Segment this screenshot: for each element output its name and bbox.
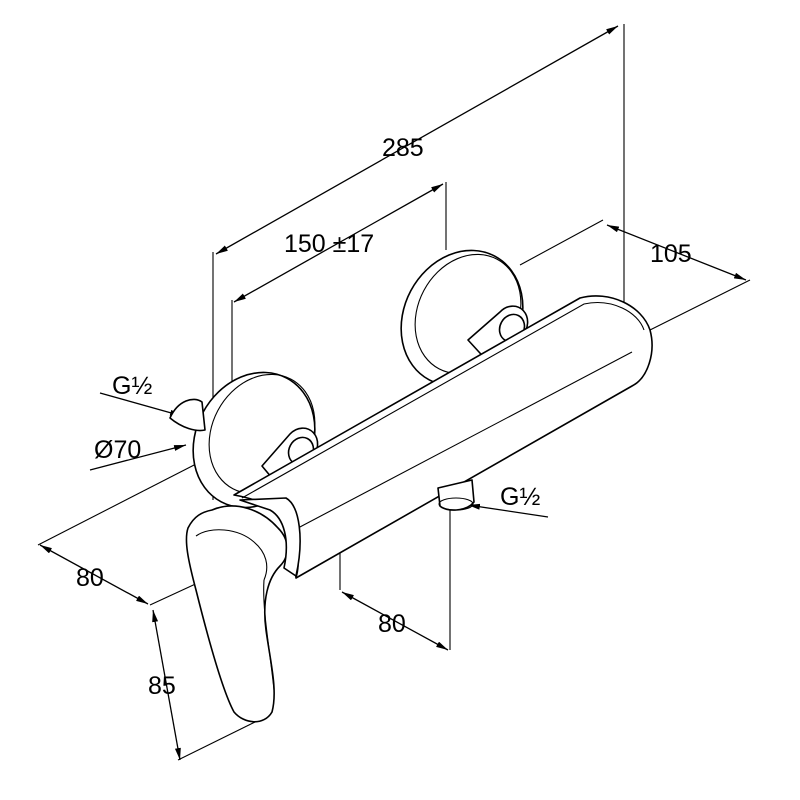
leader-g-half-left <box>99 392 183 417</box>
dim-rosette-diameter: Ø70 <box>94 436 141 464</box>
lever-handle <box>185 497 301 723</box>
dim-inlet-thread: G½ <box>112 372 152 400</box>
leader-diameter <box>89 444 187 471</box>
dim-line-80-left <box>39 544 149 605</box>
dim-outlet-thread: G½ <box>500 483 540 511</box>
dimension-labels: 285 150 ±17 105 G½ Ø70 G½ 80 85 80 <box>76 134 692 700</box>
dim-lever-depth: 80 <box>76 564 104 592</box>
dim-center-distance: 150 ±17 <box>284 230 374 258</box>
dim-outlet-offset: 80 <box>378 610 406 638</box>
leader-g-half-right <box>467 503 549 518</box>
dim-line-105 <box>606 224 747 281</box>
dim-line-80-bottom <box>341 591 449 651</box>
dimension-lines <box>39 25 747 761</box>
dim-line-150 <box>233 183 444 303</box>
dim-depth: 105 <box>650 240 692 268</box>
dim-line-85 <box>152 609 181 761</box>
dim-overall-length: 285 <box>382 134 424 162</box>
mixer-body <box>169 249 653 723</box>
dim-lever-height: 85 <box>148 672 176 700</box>
outlet-nipple <box>437 479 475 511</box>
